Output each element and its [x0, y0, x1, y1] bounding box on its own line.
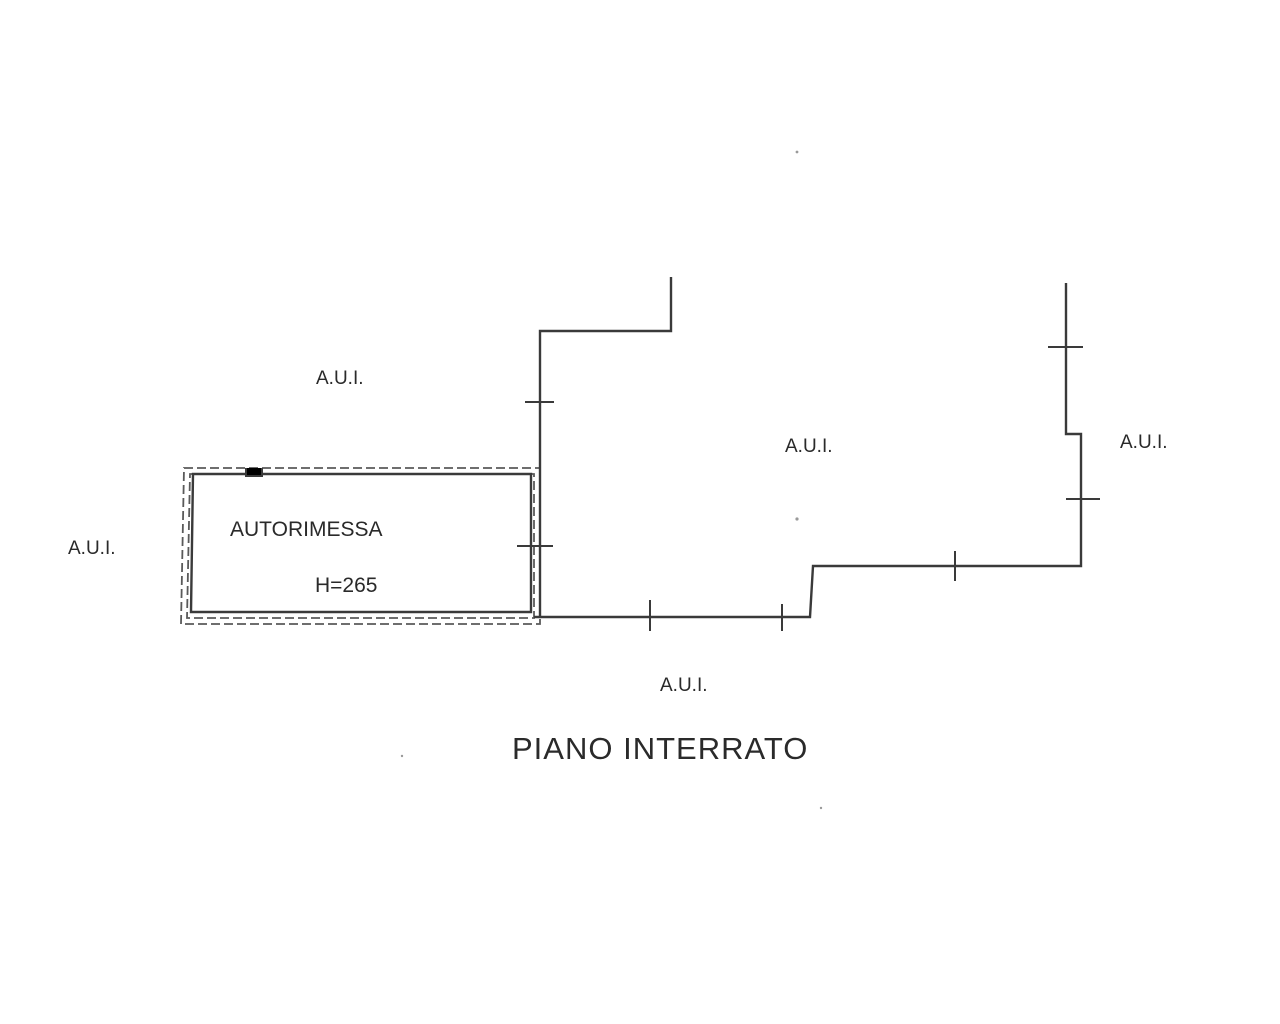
garage-inner-wall [189, 472, 533, 614]
garage-door-notch [245, 468, 263, 477]
neighbor-label-bottom: A.U.I. [660, 675, 708, 696]
garage-outline [180, 467, 541, 625]
room-height-label: H=265 [315, 574, 377, 597]
scan-specks [400, 150, 823, 810]
neighbor-label-top-left: A.U.I. [316, 368, 364, 389]
neighbor-label-right: A.U.I. [1120, 432, 1168, 453]
neighbor-label-center: A.U.I. [785, 436, 833, 457]
building-outline [538, 277, 673, 618]
room-name-label: AUTORIMESSA [230, 518, 382, 541]
bottom-wall [534, 283, 1083, 619]
neighbor-label-left: A.U.I. [68, 538, 116, 559]
wall-ticks [517, 346, 1100, 631]
floor-title: PIANO INTERRATO [512, 731, 808, 766]
